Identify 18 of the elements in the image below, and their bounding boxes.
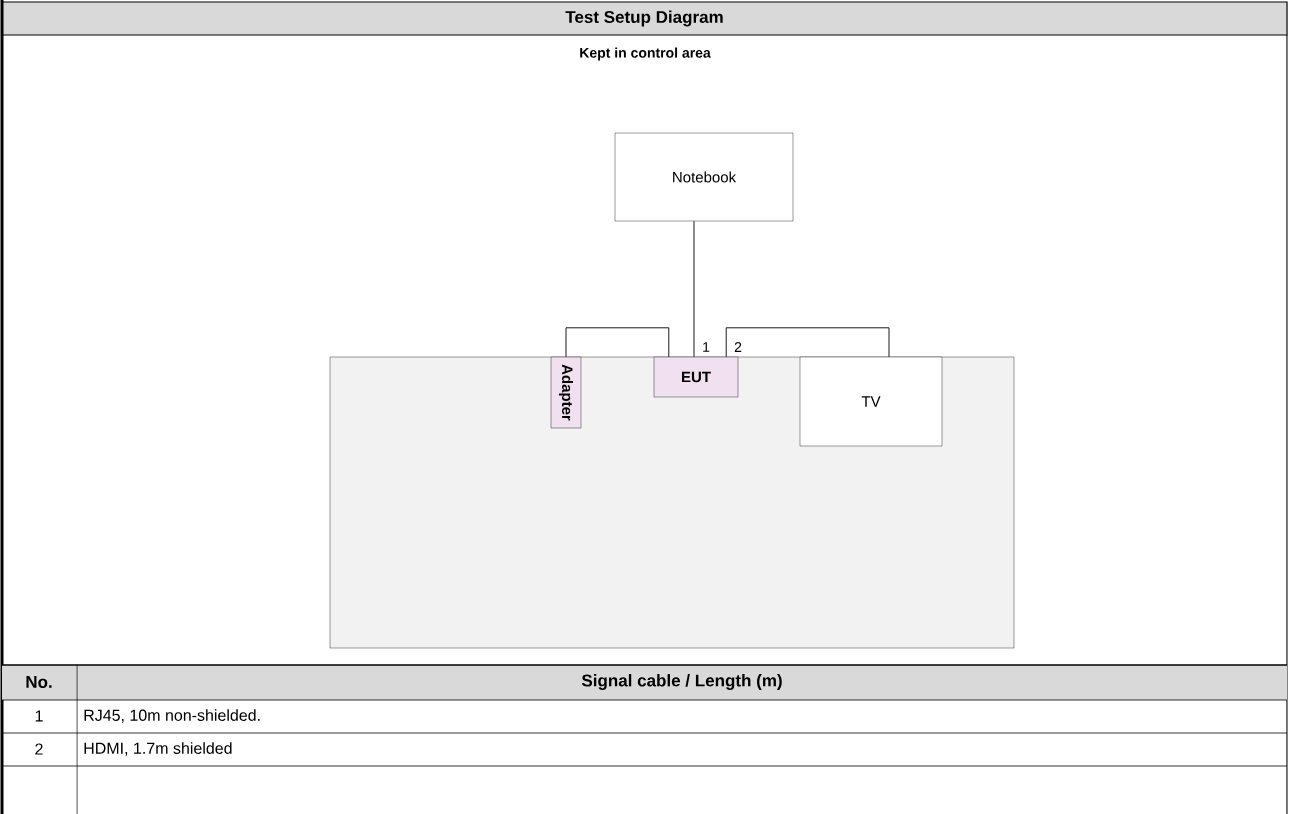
adapter-box: Adapter <box>550 356 582 429</box>
table-cell: 2 <box>35 743 43 755</box>
device-box: Notebook <box>614 132 794 222</box>
title-bar: Test Setup Diagram <box>1 1 1288 36</box>
table-header: No. <box>26 676 52 688</box>
table-cell: HDMI, 1.7m shielded <box>84 742 232 756</box>
cable-line <box>725 327 890 358</box>
area-caption: Kept in control area <box>580 47 711 61</box>
table-area <box>329 356 1015 649</box>
cable-number: 1 <box>703 342 710 352</box>
device-box: EUT <box>653 356 739 398</box>
device-box: TV <box>799 356 943 447</box>
table-header: Signal cable / Length (m) <box>581 674 782 690</box>
table-cell: 1 <box>35 710 43 722</box>
cable-line <box>565 327 670 358</box>
cable-line <box>693 220 695 358</box>
cable-number: 2 <box>734 342 742 352</box>
table-cell: RJ45, 10m non-shielded. <box>84 709 260 723</box>
